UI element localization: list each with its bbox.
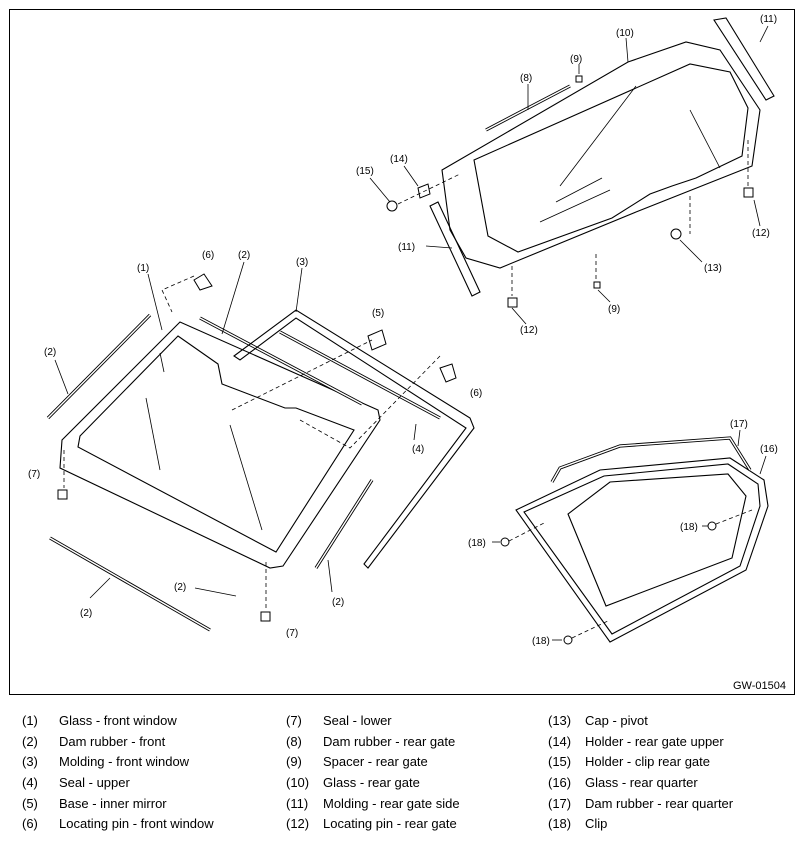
figure-id: GW-01504: [733, 680, 786, 692]
callout-6: (6): [470, 388, 482, 399]
seal-upper: [279, 330, 441, 420]
callout-2: (2): [238, 250, 250, 261]
callout-5: (5): [372, 308, 384, 319]
rear-quarter-clips: [500, 509, 753, 645]
rear-quarter-glass: [515, 457, 769, 643]
callout-12: (12): [752, 228, 770, 239]
callout-4: (4): [412, 444, 424, 455]
front-small-parts: [57, 273, 457, 622]
callout-11: (11): [760, 14, 777, 25]
dam-rubber-rear-quarter: [550, 436, 752, 483]
callout-18: (18): [532, 636, 550, 647]
callout-8: (8): [520, 73, 532, 84]
callout-14: (14): [390, 154, 408, 165]
callout-2: (2): [174, 582, 186, 593]
callout-15: (15): [356, 166, 374, 177]
callout-13: (13): [704, 263, 722, 274]
callout-18: (18): [680, 522, 698, 533]
callout-12: (12): [520, 325, 538, 336]
molding-front-window: [233, 309, 475, 569]
callout-6: (6): [202, 250, 214, 261]
callout-16: (16): [760, 444, 778, 455]
callout-1: (1): [137, 263, 149, 274]
leader-lines: [54, 25, 769, 641]
callout-2: (2): [332, 597, 344, 608]
rear-gate-side-molding: [429, 17, 775, 297]
callout-3: (3): [296, 257, 308, 268]
diagram-frame: [9, 9, 795, 695]
callout-10: (10): [616, 28, 634, 39]
callout-9: (9): [608, 304, 620, 315]
front-window-glass: [59, 321, 381, 569]
callout-2: (2): [44, 347, 56, 358]
dam-rubber-front-strips: [46, 313, 374, 632]
rear-small-parts: [386, 75, 754, 308]
callout-18: (18): [468, 538, 486, 549]
callout-7: (7): [286, 628, 298, 639]
callout-11: (11): [398, 242, 415, 253]
callout-7: (7): [28, 469, 40, 480]
callout-17: (17): [730, 419, 748, 430]
rear-gate-glass: [441, 41, 761, 269]
exploded-parts-diagram: (1) (2) (3) (6) (5) (6) (2) (4) (7) (2) …: [28, 14, 778, 647]
callout-2: (2): [80, 608, 92, 619]
callout-9: (9): [570, 54, 582, 65]
callout-labels: (1) (2) (3) (6) (5) (6) (2) (4) (7) (2) …: [28, 14, 778, 647]
